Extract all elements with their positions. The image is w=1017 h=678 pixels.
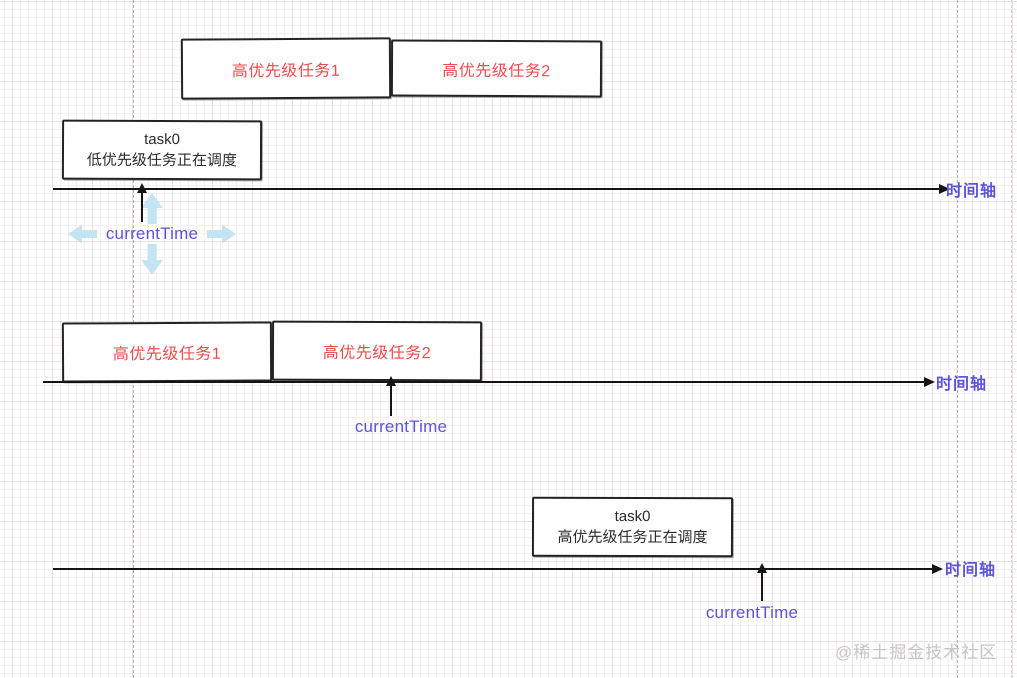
- move-handles-icon[interactable]: [62, 189, 242, 279]
- middle-timeline[interactable]: [43, 377, 935, 387]
- middle-axis-label[interactable]: 时间轴: [936, 376, 988, 393]
- bottom-scheduled-task0-box[interactable]: task0 高优先级任务正在调度: [531, 496, 734, 558]
- bottom-timeline[interactable]: [53, 564, 943, 574]
- bottom-current-time-pointer[interactable]: [757, 563, 767, 601]
- top-queue-task2-label: 高优先级任务2: [442, 62, 551, 80]
- middle-queue-task2-label: 高优先级任务2: [322, 344, 432, 363]
- vertical-guide-edge: [1011, 0, 1012, 678]
- top-queue-task2-box[interactable]: 高优先级任务2: [390, 39, 603, 98]
- top-queue-task1-box[interactable]: 高优先级任务1: [180, 37, 392, 100]
- middle-queue-task1-box[interactable]: 高优先级任务1: [61, 321, 273, 383]
- middle-current-time-arrowhead-icon: [386, 376, 396, 386]
- top-axis-label[interactable]: 时间轴: [946, 183, 998, 200]
- bottom-axis-label[interactable]: 时间轴: [945, 562, 997, 579]
- top-current-time-arrowhead-icon: [137, 183, 147, 193]
- middle-timeline-arrowhead-icon: [924, 377, 935, 387]
- top-current-time-pointer[interactable]: [137, 183, 147, 222]
- bottom-current-time-label[interactable]: currentTime: [705, 603, 799, 622]
- top-scheduled-task0-box[interactable]: task0 低优先级任务正在调度: [61, 119, 263, 181]
- top-scheduled-task0-subtitle: 低优先级任务正在调度: [86, 151, 237, 170]
- top-queue-task1-label: 高优先级任务1: [231, 62, 341, 80]
- vertical-guide-right: [957, 0, 958, 678]
- top-scheduled-task0-title: task0: [144, 130, 180, 149]
- top-timeline[interactable]: [53, 184, 950, 194]
- bottom-scheduled-task0-subtitle: 高优先级任务正在调度: [557, 528, 708, 547]
- middle-current-time-label[interactable]: currentTime: [354, 417, 448, 436]
- middle-current-time-pointer[interactable]: [386, 376, 396, 416]
- top-timeline-arrowhead-icon: [939, 184, 950, 194]
- bottom-timeline-arrowhead-icon: [932, 564, 943, 574]
- watermark: @稀土掘金技术社区: [835, 643, 998, 662]
- bottom-scheduled-task0-title: task0: [614, 507, 651, 526]
- middle-queue-task2-box[interactable]: 高优先级任务2: [271, 320, 483, 382]
- bottom-current-time-arrowhead-icon: [757, 563, 767, 573]
- middle-queue-task1-label: 高优先级任务1: [112, 345, 222, 364]
- top-current-time-label[interactable]: currentTime: [105, 224, 199, 243]
